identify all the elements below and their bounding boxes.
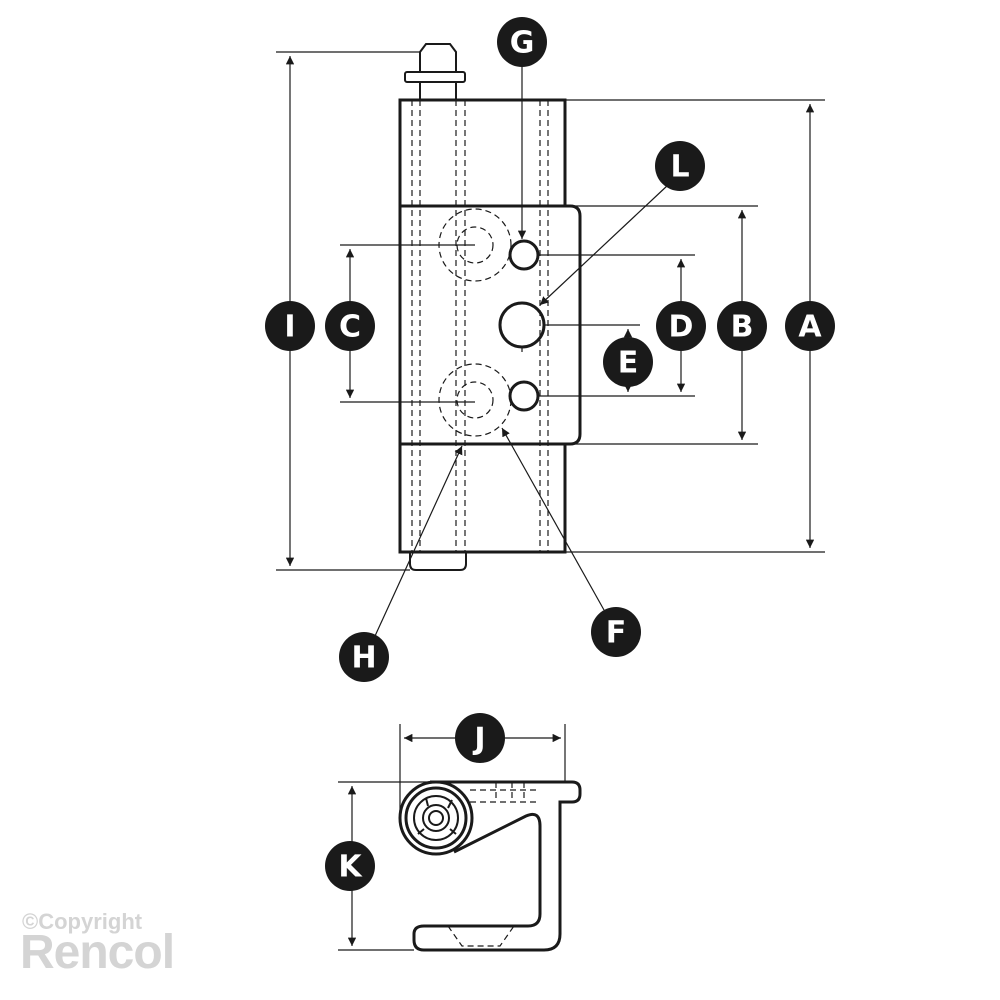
badge-h: H xyxy=(339,632,389,682)
badge-b-text: B xyxy=(731,310,754,345)
badge-i-text: I xyxy=(284,310,295,345)
hinge-front-view xyxy=(398,43,582,571)
badge-h-text: H xyxy=(351,641,376,676)
badge-e: E xyxy=(603,337,653,387)
small-hole-top xyxy=(508,239,540,271)
badge-k-text: K xyxy=(338,850,363,885)
badge-f-text: F xyxy=(606,616,627,651)
badge-f: F xyxy=(591,607,641,657)
badge-k: K xyxy=(325,841,375,891)
badge-j: J xyxy=(455,713,505,763)
hinge-end-view xyxy=(398,780,582,952)
lower-knuckle xyxy=(398,442,567,554)
end-view-knuckle xyxy=(398,780,474,856)
badge-g-text: G xyxy=(510,26,535,61)
badge-l: L xyxy=(655,141,705,191)
pin-washer xyxy=(404,71,466,83)
badge-a-text: A xyxy=(798,310,822,345)
badge-j-text: J xyxy=(472,722,485,757)
end-view-dimensions xyxy=(338,724,566,951)
badge-d-text: D xyxy=(669,310,694,345)
copyright-watermark: ©Copyright xyxy=(22,909,143,934)
badge-a: A xyxy=(785,301,835,351)
badge-g: G xyxy=(497,17,547,67)
badge-c: C xyxy=(325,301,375,351)
badge-b: B xyxy=(717,301,767,351)
large-hole-middle xyxy=(498,301,546,349)
badge-l-text: L xyxy=(670,150,689,185)
small-hole-bottom xyxy=(508,380,540,412)
badge-c-text: C xyxy=(339,310,361,345)
badge-d: D xyxy=(656,301,706,351)
end-view-leaf xyxy=(412,780,582,952)
pin-head xyxy=(419,43,457,72)
badge-e-text: E xyxy=(618,346,639,381)
badge-i: I xyxy=(265,301,315,351)
pin-bottom xyxy=(409,552,467,571)
brand-watermark: Rencol xyxy=(20,926,175,979)
